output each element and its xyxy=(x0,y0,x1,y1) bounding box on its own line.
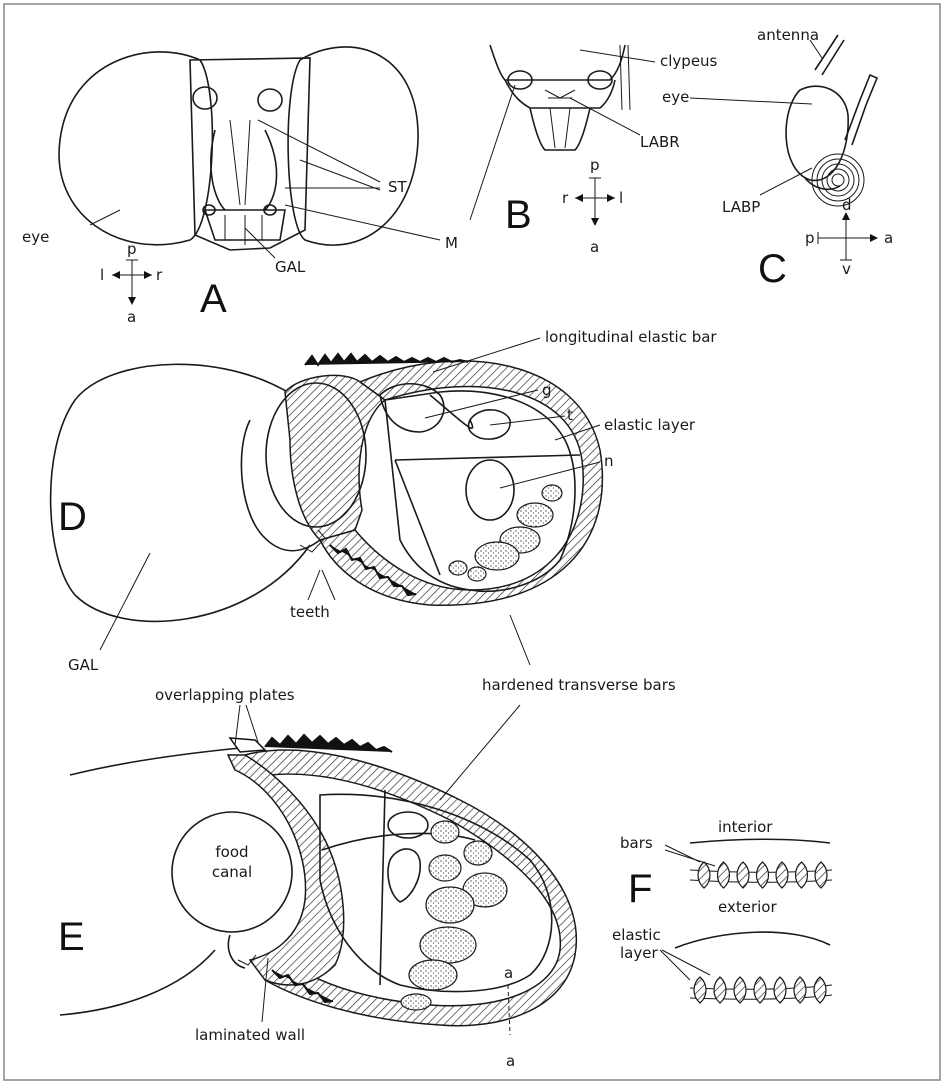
label-labr: LABR xyxy=(640,133,680,151)
label-a-gal: GAL xyxy=(275,258,306,276)
panel-label-a: A xyxy=(200,277,227,321)
label-n: n xyxy=(604,452,614,470)
axis-c-d: d xyxy=(842,196,852,214)
panel-f-bar-bottom-1 xyxy=(694,977,706,1003)
panel-a-axis-cross xyxy=(112,260,152,305)
panel-f-bar-top-6 xyxy=(796,862,808,888)
panel-f-bar-top-5 xyxy=(776,862,788,888)
label-laminated-wall: laminated wall xyxy=(195,1026,305,1044)
panel-f-bars-detail xyxy=(675,839,832,999)
label-food: food xyxy=(215,843,248,861)
label-antenna: antenna xyxy=(757,26,819,44)
panel-label-d: D xyxy=(58,495,87,539)
label-m: M xyxy=(445,234,458,252)
label-canal: canal xyxy=(212,863,252,881)
axis-b-a: a xyxy=(590,238,599,256)
axis-a-r: r xyxy=(156,266,163,284)
panel-label-b: B xyxy=(505,193,532,237)
panel-e-galea-section xyxy=(60,735,576,1035)
axis-b-r: r xyxy=(562,189,569,207)
axis-b-p: p xyxy=(590,156,600,174)
label-clypeus: clypeus xyxy=(660,52,718,70)
axis-b-l: l xyxy=(619,189,623,207)
label-st: ST xyxy=(388,178,408,196)
axis-a-l: l xyxy=(100,266,104,284)
label-elastic-layer: elastic layer xyxy=(604,416,696,434)
panel-label-e: E xyxy=(58,915,85,959)
panel-f-bar-top-3 xyxy=(737,862,749,888)
panel-c-head-drawing xyxy=(786,35,877,206)
label-d-gal: GAL xyxy=(68,656,99,674)
panel-a-leaders xyxy=(245,120,440,258)
panel-f-bar-top-1 xyxy=(698,862,710,888)
panel-f-bar-top-2 xyxy=(718,862,730,888)
panel-f-bar-top-4 xyxy=(757,862,769,888)
label-longitudinal-elastic-bar: longitudinal elastic bar xyxy=(545,328,717,346)
axis-a-p: p xyxy=(127,240,137,258)
label-a-eye: eye xyxy=(22,228,49,246)
label-overlapping-plates: overlapping plates xyxy=(155,686,295,704)
label-exterior: exterior xyxy=(718,898,777,916)
figure-frame xyxy=(4,4,940,1080)
label-layer: layer xyxy=(620,944,658,962)
label-teeth: teeth xyxy=(290,603,330,621)
panel-f-bar-top-7 xyxy=(815,862,827,888)
label-c-eye: eye xyxy=(662,88,689,106)
label-bars: bars xyxy=(620,834,653,852)
label-e-a-bottom: a xyxy=(506,1052,515,1070)
label-g: g xyxy=(542,381,552,399)
label-elastic: elastic xyxy=(612,926,661,944)
axis-c-v: v xyxy=(842,260,851,278)
label-t: t xyxy=(567,406,573,424)
panel-a-head-drawing xyxy=(59,47,418,250)
panel-label-c: C xyxy=(758,247,787,291)
panel-f-bars-top xyxy=(698,862,827,888)
axis-c-a: a xyxy=(884,229,893,247)
panel-b-axis-cross xyxy=(575,178,615,226)
label-interior: interior xyxy=(718,818,773,836)
label-hardened-transverse-bars: hardened transverse bars xyxy=(482,676,676,694)
panel-label-f: F xyxy=(628,867,652,911)
panel-c-axis-cross xyxy=(818,212,878,260)
label-e-a-top: a xyxy=(504,964,513,982)
axis-a-a: a xyxy=(127,308,136,326)
panel-f-bar-bottom-7 xyxy=(814,977,826,1003)
label-labp: LABP xyxy=(722,198,760,216)
panel-f-bar-bottom-6 xyxy=(794,977,806,1003)
axis-c-p: p xyxy=(805,229,815,247)
